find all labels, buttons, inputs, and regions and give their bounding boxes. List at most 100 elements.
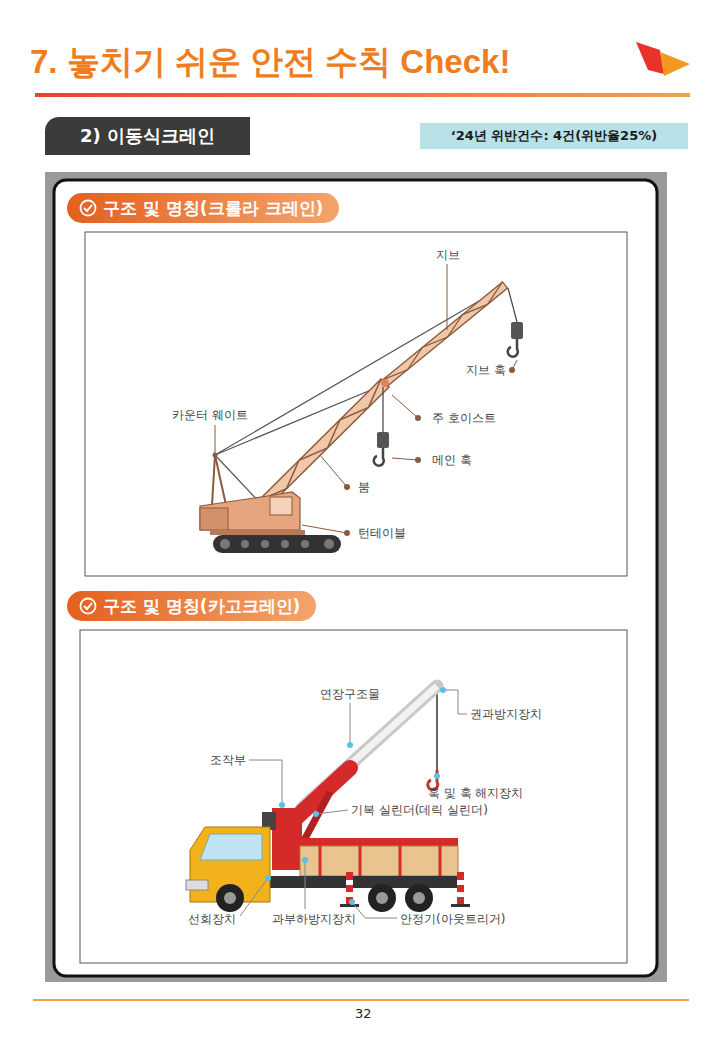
part-label: 지브 [436, 248, 460, 262]
crawler-crane-illustration [381, 379, 389, 387]
part-label: 과부하방지장치 [272, 912, 356, 926]
crawler-crane-illustration [258, 379, 389, 509]
heading-pill: 구조 및 명칭(크롤라 크레인) [67, 193, 339, 223]
crawler-leader-lines [392, 395, 418, 418]
crawler-leader-lines [509, 367, 515, 373]
cargo-crane-illustration [272, 808, 302, 870]
node-text: 2) 이동식크레인 [80, 124, 215, 148]
crawler-leader-lines [302, 525, 347, 533]
crawler-crane-illustration [511, 322, 523, 339]
crawler-leader-lines [320, 455, 347, 487]
cargo-crane-illustration [200, 834, 262, 860]
node-text: 구조 및 명칭(크롤라 크레인) [103, 197, 323, 220]
header-decoration [660, 52, 690, 76]
part-label: 훅 및 훅 해지장치 [428, 786, 523, 800]
crawler-crane-illustration [324, 539, 334, 549]
cargo-crane-illustration [451, 904, 470, 907]
crawler-crane-illustration [215, 287, 503, 455]
crawler-crane-illustration [213, 535, 341, 553]
page-number: 32 [355, 1007, 372, 1021]
crawler-leader-lines [344, 530, 350, 536]
cargo-leader-lines [240, 878, 268, 916]
cargo-crane-illustration [439, 846, 442, 876]
part-label: 턴테이블 [358, 526, 406, 540]
section-tab: 2) 이동식크레인 [45, 117, 250, 155]
part-label: 붐 [358, 480, 370, 494]
crawler-leader-lines [213, 264, 518, 536]
check-icon [79, 597, 97, 615]
node-text: ‘24년 위반건수: 4건(위반율25%) [451, 127, 657, 145]
crawler-leader-lines [215, 425, 216, 455]
cargo-crane-illustration [457, 892, 464, 897]
crawler-crane-illustration [382, 387, 383, 432]
part-label: 안정기(아웃트리거) [400, 912, 505, 926]
crawler-crane-illustration [210, 530, 305, 535]
cargo-crane-illustration [300, 846, 458, 876]
crawler-leader-lines [415, 415, 421, 421]
cargo-crane-illustration [405, 884, 433, 912]
crawler-leader-lines [447, 264, 448, 330]
crawler-crane-illustration [508, 288, 517, 322]
content-frame [45, 172, 667, 982]
header-decoration [636, 42, 664, 74]
footer-line [33, 999, 689, 1001]
check-icon [84, 603, 92, 609]
cargo-leader-lines [350, 703, 351, 745]
cargo-crane-illustration [436, 688, 438, 770]
cargo-leader-lines [249, 760, 282, 805]
part-label: 지브 훅 [466, 363, 506, 377]
cargo-leader-lines [305, 860, 306, 909]
cargo-leader-lines [434, 773, 440, 779]
cargo-leader-lines [347, 742, 353, 748]
crawler-leader-lines [392, 458, 418, 460]
cargo-leader-lines [313, 811, 319, 817]
part-label: 조작부 [210, 753, 246, 767]
crawler-crane-illustration [200, 282, 523, 553]
content-frame [80, 630, 627, 963]
content-frame [54, 180, 657, 976]
cargo-crane-illustration [300, 838, 458, 846]
crawler-crane-illustration [508, 339, 518, 357]
cargo-crane-illustration [399, 846, 402, 876]
part-label: 기복 실린더(데릭 실린더) [351, 803, 488, 817]
cargo-crane-illustration [186, 880, 208, 890]
cargo-leader-lines [440, 687, 446, 693]
page-title: 7. 놓치기 쉬운 안전 수칙 Check! [30, 40, 510, 85]
cargo-leader-lines [349, 899, 355, 905]
cargo-leader-lines [352, 902, 397, 918]
crawler-crane-illustration [258, 379, 381, 501]
cargo-crane-illustration [376, 892, 388, 904]
cargo-leader-lines [443, 690, 467, 714]
cargo-leader-lines [426, 772, 452, 784]
cargo-crane-illustration [368, 884, 396, 912]
cargo-crane-illustration [346, 880, 353, 885]
crawler-crane-illustration [383, 282, 508, 386]
cargo-crane-illustration [457, 880, 464, 885]
cargo-crane-illustration [457, 872, 464, 904]
heading-pill: 구조 및 명칭(카고크레인) [67, 591, 316, 621]
cargo-leader-lines [279, 802, 285, 808]
crawler-crane-illustration [270, 497, 292, 515]
crawler-crane-illustration [200, 492, 300, 530]
cargo-crane-illustration [413, 892, 425, 904]
cargo-leader-lines [316, 810, 348, 814]
node-text: 구조 및 명칭(카고크레인) [103, 595, 300, 618]
stats-box: ‘24년 위반건수: 4건(위반율25%) [420, 123, 688, 149]
check-icon [79, 199, 97, 217]
crawler-crane-illustration [200, 508, 228, 530]
cargo-leader-lines [240, 687, 467, 918]
crawler-crane-illustration [261, 540, 269, 548]
part-label: 메인 훅 [432, 453, 472, 467]
content-frame [85, 232, 627, 576]
header-decoration [35, 93, 690, 97]
content-frame [45, 172, 667, 982]
cargo-crane-illustration [216, 884, 244, 912]
check-icon [81, 599, 96, 614]
cargo-leader-lines [265, 875, 271, 881]
crawler-crane-illustration [212, 455, 215, 505]
cargo-crane-illustration [224, 892, 236, 904]
cargo-leader-lines [302, 857, 308, 863]
crawler-leader-lines [344, 484, 350, 490]
part-label: 카운터 웨이트 [172, 408, 248, 422]
part-label: 선회장치 [188, 912, 236, 926]
